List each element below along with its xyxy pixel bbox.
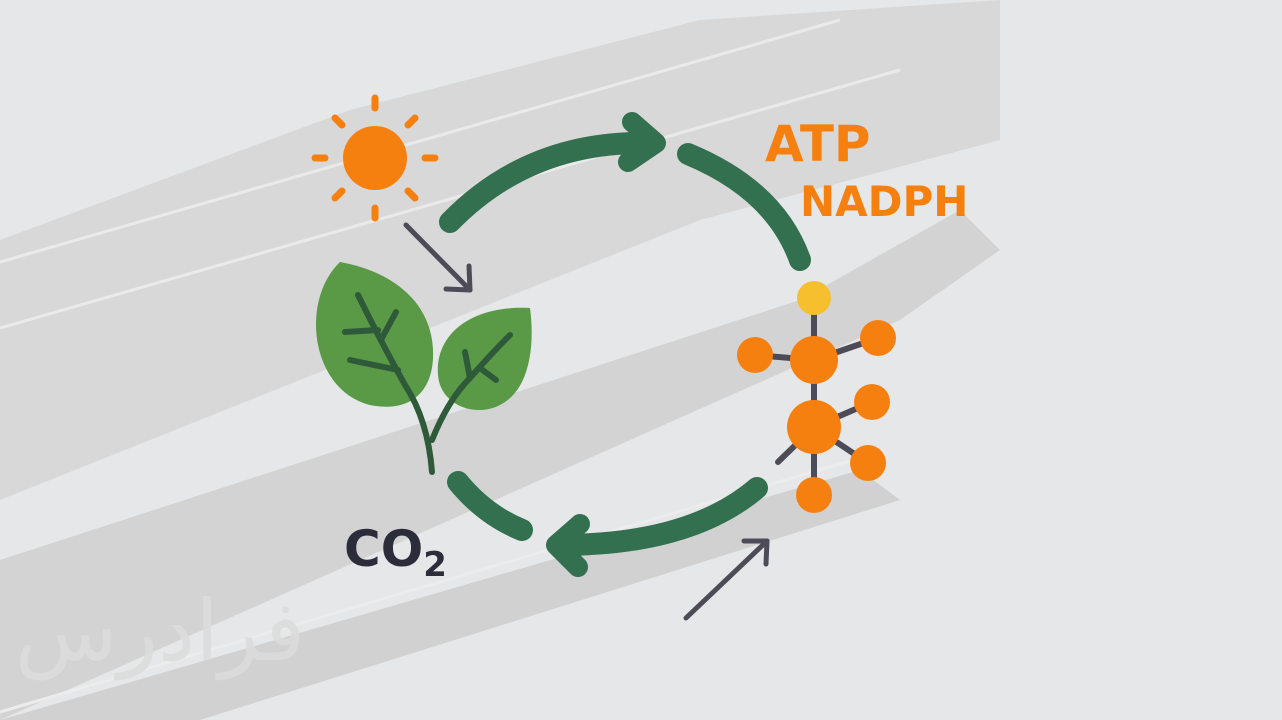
cycle-arrow-top	[439, 131, 661, 233]
sun-icon	[311, 94, 439, 222]
vein	[477, 365, 499, 383]
sun-to-leaf-arrow	[403, 222, 473, 293]
cycle-arrow-left-lower	[447, 471, 533, 541]
co2-subscript: 2	[423, 545, 447, 585]
streak-line	[0, 18, 841, 264]
watermark-logo: فرادرس	[15, 582, 305, 681]
streak-line	[0, 68, 901, 330]
arrowhead-top	[618, 112, 666, 172]
nadph-label: NADPH	[800, 177, 968, 226]
cycle-arrow-bottom	[549, 477, 768, 556]
thin-arrows	[403, 222, 770, 621]
cycle-arrows	[439, 131, 811, 556]
sun-to-leaf-arrowhead	[443, 263, 473, 293]
stem	[355, 292, 435, 475]
molecule-atom	[854, 384, 890, 420]
molecule-top-atom	[797, 281, 831, 315]
atp-label: ATP	[765, 115, 871, 173]
input-arrowhead	[741, 538, 770, 567]
vein	[462, 349, 473, 381]
molecule-atom	[790, 336, 838, 384]
streak-band	[0, 210, 1000, 720]
molecule-atom	[796, 477, 832, 513]
co2-main: CO	[344, 520, 423, 578]
arrowhead-bottom	[546, 514, 590, 577]
cycle-arrowheads	[546, 112, 666, 577]
vein	[347, 357, 401, 373]
molecule-icon	[737, 281, 896, 513]
leaves-icon	[316, 262, 532, 475]
vein	[342, 327, 381, 335]
molecule-atom	[860, 320, 896, 356]
co2-label: CO2	[344, 520, 447, 585]
streak-band	[0, 0, 1000, 500]
input-arrow	[683, 538, 770, 621]
vein	[379, 309, 399, 341]
molecule-atom	[787, 400, 841, 454]
cycle-arrow-right-upper	[677, 143, 811, 271]
molecule-atom	[737, 337, 773, 373]
molecule-atom	[850, 445, 886, 481]
